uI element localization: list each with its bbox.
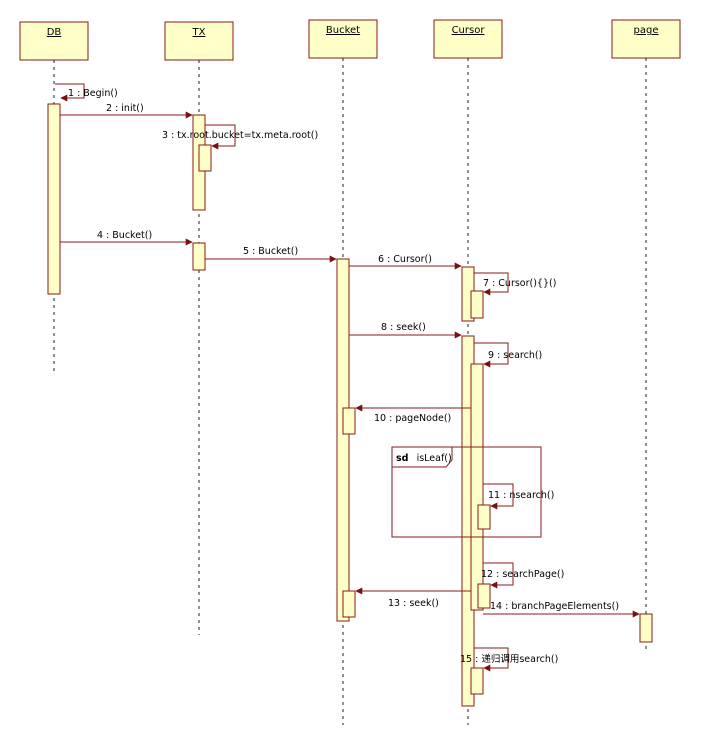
message-8[interactable]: 8 : seek() xyxy=(349,322,462,339)
message-2-label: 2 : init() xyxy=(106,103,144,114)
fragment-tab xyxy=(391,446,453,468)
message-2[interactable]: 2 : init() xyxy=(60,103,193,119)
message-13-label: 13 : seek() xyxy=(388,598,439,609)
fragment-isleaf[interactable]: sd isLeaf() xyxy=(391,446,542,538)
lifeline-cursor-label: Cursor xyxy=(452,25,486,36)
activation-page xyxy=(639,613,653,643)
message-12[interactable]: 12 : searchPage() xyxy=(481,562,564,589)
fragment-keyword: sd xyxy=(396,453,408,464)
activation-tx-bucket xyxy=(192,242,206,271)
lifeline-tx-label: TX xyxy=(192,27,206,38)
lifeline-page-label: page xyxy=(634,25,659,36)
message-15-arrow[interactable] xyxy=(474,647,509,672)
fragment-frame xyxy=(391,446,542,538)
activation-db xyxy=(47,103,61,295)
lifeline-bucket[interactable]: Bucket xyxy=(308,19,378,725)
lifeline-page[interactable]: page xyxy=(611,19,681,650)
message-11[interactable]: 11 : nsearch() xyxy=(483,483,554,510)
activation-cursor-nsearch xyxy=(477,504,491,530)
activation-cursor-searchpage xyxy=(477,583,491,609)
lifeline-db-label: DB xyxy=(47,27,62,38)
message-15-label: 15 : 递归调用search() xyxy=(460,653,558,665)
fragment-label: sd isLeaf() xyxy=(396,446,452,465)
activation-cursor-search xyxy=(470,363,484,611)
message-3[interactable]: 3 : tx.root.bucket=tx.meta.root() xyxy=(162,124,318,150)
lifeline-db-box[interactable] xyxy=(19,21,89,61)
message-15[interactable]: 15 : 递归调用search() xyxy=(460,647,558,672)
message-13[interactable]: 13 : seek() xyxy=(355,587,471,609)
message-7-arrow[interactable] xyxy=(474,272,509,296)
message-10-label: 10 : pageNode() xyxy=(374,413,451,424)
message-3-arrow[interactable] xyxy=(205,124,236,150)
message-1-label: 1 : Begin() xyxy=(68,88,118,99)
message-1-arrow[interactable] xyxy=(55,83,85,102)
message-12-arrow[interactable] xyxy=(483,562,514,589)
lifeline-tx-box[interactable] xyxy=(164,21,234,61)
message-4[interactable]: 4 : Bucket() xyxy=(60,230,193,246)
message-9-label: 9 : search() xyxy=(488,350,542,361)
message-6[interactable]: 6 : Cursor() xyxy=(349,254,462,270)
activation-bucket-pagenode xyxy=(342,407,356,435)
message-7-label: 7 : Cursor(){}() xyxy=(483,278,556,289)
lifeline-tx[interactable]: TX xyxy=(164,21,234,635)
activation-cursor-nested xyxy=(470,290,484,319)
message-8-label: 8 : seek() xyxy=(381,322,426,333)
lifeline-bucket-label: Bucket xyxy=(326,25,360,36)
message-14-label: 14 : branchPageElements() xyxy=(490,601,619,612)
message-3-label: 3 : tx.root.bucket=tx.meta.root() xyxy=(162,130,318,141)
message-14[interactable]: 14 : branchPageElements() xyxy=(483,601,640,618)
message-9-arrow[interactable] xyxy=(474,342,509,368)
message-12-label: 12 : searchPage() xyxy=(481,569,564,580)
lifeline-cursor-box[interactable] xyxy=(433,19,503,59)
fragment-name: isLeaf() xyxy=(417,453,452,464)
message-10[interactable]: 10 : pageNode() xyxy=(355,404,471,424)
lifeline-bucket-box[interactable] xyxy=(308,19,378,59)
message-6-label: 6 : Cursor() xyxy=(378,254,432,265)
activation-tx-nested xyxy=(198,144,212,172)
message-11-arrow[interactable] xyxy=(483,483,514,510)
message-4-label: 4 : Bucket() xyxy=(97,230,152,241)
message-5-label: 5 : Bucket() xyxy=(243,246,298,257)
message-9[interactable]: 9 : search() xyxy=(474,342,542,368)
activation-bucket-seek xyxy=(342,590,356,618)
message-11-label: 11 : nsearch() xyxy=(488,490,554,501)
activation-cursor-recursive xyxy=(470,667,484,695)
message-7[interactable]: 7 : Cursor(){}() xyxy=(474,272,556,296)
message-1[interactable]: 1 : Begin() xyxy=(55,83,118,102)
activation-bucket xyxy=(336,258,350,622)
message-5[interactable]: 5 : Bucket() xyxy=(205,246,337,263)
